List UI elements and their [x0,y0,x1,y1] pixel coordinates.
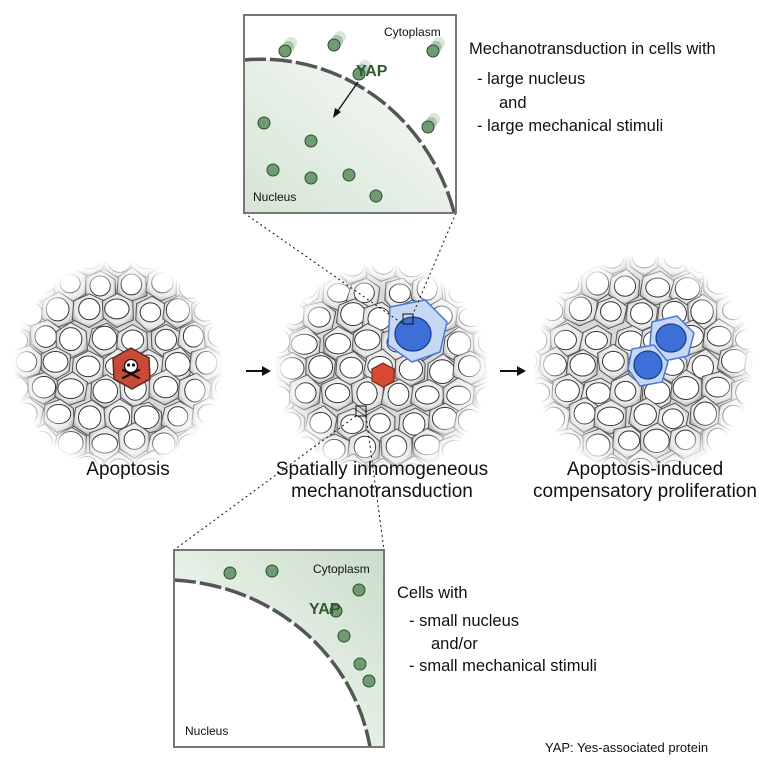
apoptotic-cell [112,347,151,390]
zoom-box-bottom [355,405,367,417]
right-label-line-2: compensatory proliferation [533,481,757,502]
footnote: YAP: Yes-associated protein [545,740,709,755]
middle-label-line-1: Spatially inhomogeneous [275,459,489,480]
middle-label-line-2: mechanotransduction [291,481,473,502]
right-label-line-1: Apoptosis-induced [566,459,724,480]
bottom-inset-item-3: - small mechanical stimuli [409,657,597,675]
arrow-right-icon [500,366,526,376]
zoom-box-top [402,313,414,325]
yap-import-arrow [333,81,359,118]
top-inset-yap-label: YAP [356,63,388,80]
bottom-inset-item-2: and/or [431,635,478,653]
bottom-inset-cytoplasm-label: Cytoplasm [313,562,370,576]
bottom-inset-title: Cells with [397,584,468,602]
top-inset-cytoplasm-label: Cytoplasm [384,25,441,39]
zoom-connector-top [243,212,457,325]
top-inset-item-2: and [499,94,527,112]
proliferating-cells [627,315,695,387]
bottom-inset-yap-label: YAP [309,601,341,618]
inset-small-nucleus [173,549,385,748]
arrow-right-icon [246,366,271,376]
bottom-inset-item-1: - small nucleus [409,612,520,630]
inset-large-nucleus [243,14,457,214]
apoptosis-label: Apoptosis [86,459,170,480]
skull-and-crossbones-icon [121,358,141,380]
top-inset-item-3: - large mechanical stimuli [477,117,664,135]
tissue-proliferation [532,254,754,476]
bottom-inset-nucleus-label: Nucleus [185,724,229,738]
top-inset-title: Mechanotransduction in cells with [469,40,716,58]
top-inset-nucleus-label: Nucleus [253,190,297,204]
apoptotic-cell-small [371,362,395,388]
top-inset-item-1: - large nucleus [477,70,586,88]
